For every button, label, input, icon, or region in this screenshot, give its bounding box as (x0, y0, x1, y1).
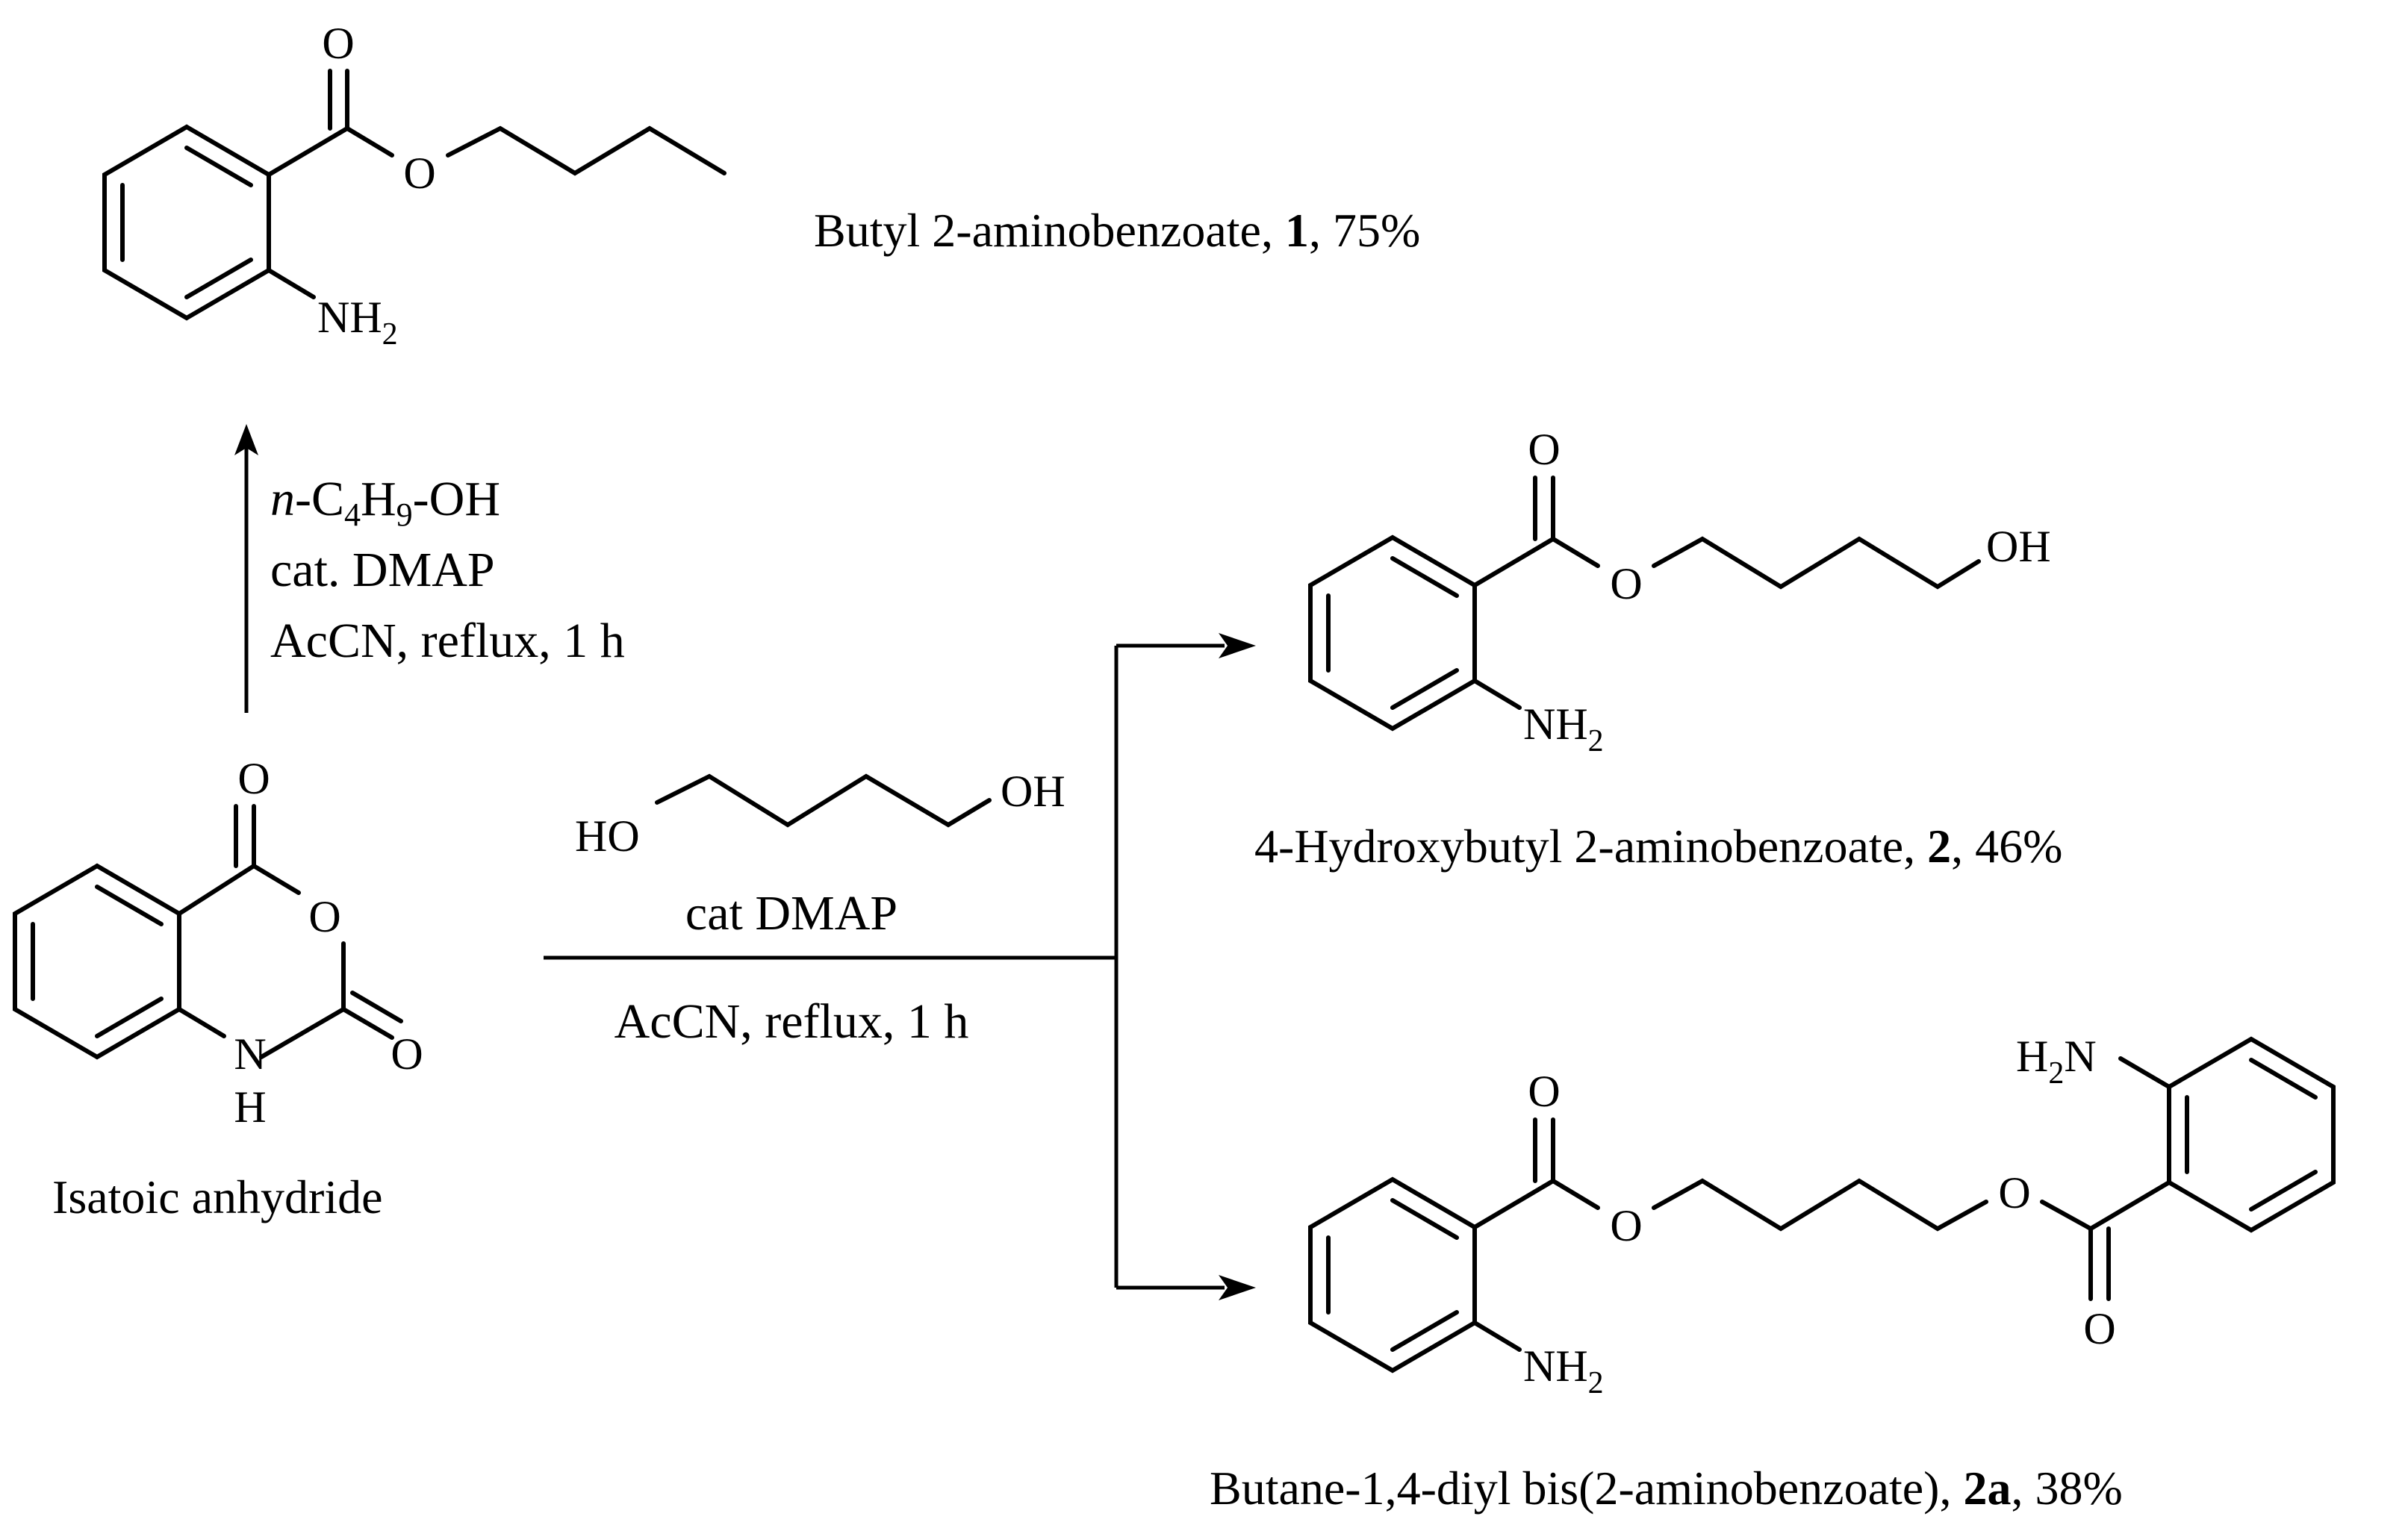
catalyst-label-up: cat. DMAP (270, 543, 495, 597)
ring-oxygen-label: O (308, 892, 340, 941)
p2a-right-amine-label: H2N (2016, 1032, 2097, 1091)
p2a-left-amine-label: NH2 (1523, 1341, 1604, 1400)
product-1-caption: Butyl 2-aminobenzoate, 1, 75% (814, 204, 1420, 257)
p2a-right-carbonyl-oxygen-label: O (2083, 1304, 2115, 1353)
amine-label: NH2 (317, 293, 398, 352)
isatoic-anhydride-caption: Isatoic anhydride (52, 1170, 383, 1223)
butanediol-structure: HO OH (575, 767, 1065, 861)
diol-ho-label: HO (575, 811, 640, 861)
upward-reaction-arrow (234, 424, 258, 713)
catalyst-label-right: cat DMAP (685, 886, 897, 941)
product-2a-caption: Butane-1,4-diyl bis(2-aminobenzoate), 2a… (1210, 1462, 2123, 1515)
ring-nh-hydrogen-label: H (234, 1082, 266, 1132)
p2a-left-ester-oxygen-label: O (1610, 1201, 1642, 1250)
p2a-right-ester-oxygen-label: O (1998, 1168, 2030, 1217)
branched-reaction-arrow (544, 633, 1256, 1300)
ring-nitrogen-label: N (234, 1029, 266, 1079)
solvent-label-right: AcCN, reflux, 1 h (615, 994, 969, 1049)
product-1-structure: O O NH2 (102, 19, 727, 352)
p2-hydroxyl-label: OH (1986, 522, 2051, 571)
carbonyl-oxygen-label: O (322, 19, 354, 68)
reagent-butanol-label: n-C4H9-OH (270, 472, 500, 533)
isatoic-anhydride-structure: O O O N H (13, 754, 423, 1132)
p2-ester-oxygen-label: O (1610, 559, 1642, 608)
solvent-label-up: AcCN, reflux, 1 h (270, 614, 625, 668)
product-2a-structure: O O O O NH2 H2N (1308, 1032, 2336, 1400)
p2a-left-carbonyl-oxygen-label: O (1528, 1067, 1560, 1116)
ester-oxygen-label: O (403, 149, 435, 198)
p2-carbonyl-oxygen-label: O (1528, 425, 1560, 474)
product-2-caption: 4-Hydroxybutyl 2-aminobenzoate, 2, 46% (1254, 820, 2062, 873)
product-2-structure: O O OH NH2 (1308, 425, 2051, 758)
anhydride-carbonyl-oxygen-label: O (237, 754, 270, 803)
carbamate-oxygen-label: O (391, 1029, 423, 1079)
diol-oh-label: OH (1001, 767, 1065, 816)
p2-amine-label: NH2 (1523, 699, 1604, 758)
